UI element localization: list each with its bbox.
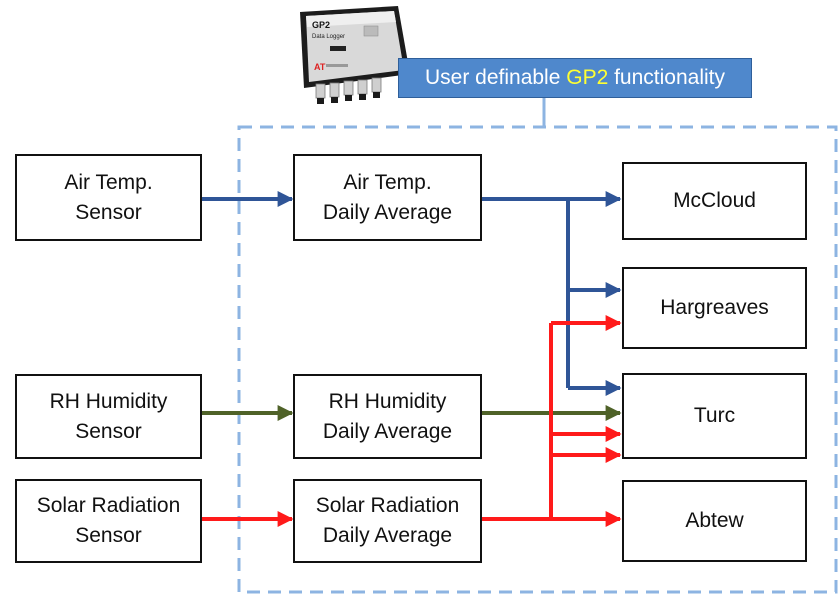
rh-humidity-average-line2: Daily Average: [322, 419, 453, 443]
solar-radiation-sensor-box: Solar Radiation Sensor: [15, 479, 202, 563]
solar-radiation-average-line2: Daily Average: [322, 524, 453, 547]
solar-radiation-sensor-line1: Solar Radiation: [36, 494, 181, 517]
air-temp-average-line2: Daily Average: [322, 200, 453, 224]
air-temp-sensor-line2: Sensor: [75, 200, 142, 224]
rh-humidity-average-line1: RH Humidity: [328, 389, 447, 413]
rh-humidity-sensor-line2: Sensor: [75, 419, 142, 443]
air-temp-sensor-box: Air Temp. Sensor: [15, 154, 202, 241]
rh-humidity-sensor-box: RH Humidity Sensor: [15, 374, 202, 459]
method-mccloud-label: McCloud: [673, 189, 756, 212]
rh-humidity-sensor-line1: RH Humidity: [49, 389, 168, 413]
logger-brand-logo: AT: [314, 62, 326, 72]
method-turc-label: Turc: [693, 404, 736, 427]
air-temp-average-line1: Air Temp.: [343, 170, 432, 194]
banner-text-highlight: GP2: [566, 66, 609, 89]
solar-radiation-sensor-line2: Sensor: [75, 524, 142, 547]
logger-model-label: GP2: [312, 20, 330, 30]
gp2-functionality-banner: User definable GP2 functionality: [398, 58, 752, 98]
solar-radiation-daily-average-box: Solar Radiation Daily Average: [293, 479, 482, 563]
rh-humidity-daily-average-box: RH Humidity Daily Average: [293, 374, 482, 459]
method-hargreaves-label: Hargreaves: [660, 296, 769, 319]
air-temp-sensor-line1: Air Temp.: [64, 170, 153, 194]
logger-type-label: Data Logger: [312, 34, 345, 40]
banner-text-prefix: User definable: [424, 66, 567, 89]
banner-text-suffix: functionality: [608, 66, 725, 89]
solar-radiation-average-line1: Solar Radiation: [315, 494, 460, 517]
air-temp-daily-average-box: Air Temp. Daily Average: [293, 154, 482, 241]
method-hargreaves-box: Hargreaves: [622, 267, 807, 349]
method-abtew-label: Abtew: [685, 509, 744, 532]
method-turc-box: Turc: [622, 373, 807, 459]
method-mccloud-box: McCloud: [622, 162, 807, 240]
method-abtew-box: Abtew: [622, 480, 807, 562]
gp2-functionality-region: [237, 125, 838, 594]
gp2-data-logger-image: GP2 Data Logger AT: [300, 6, 410, 104]
